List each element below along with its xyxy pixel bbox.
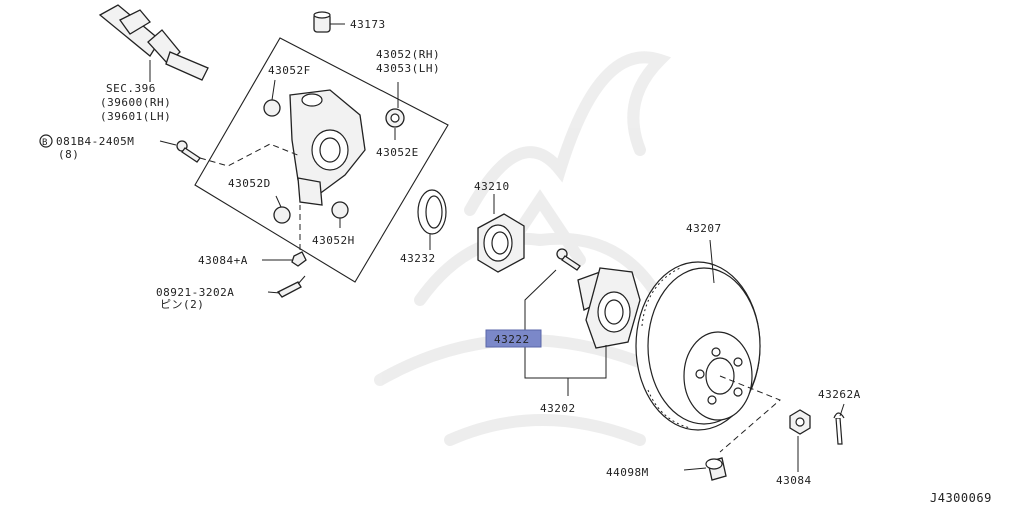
cap-43173	[313, 11, 345, 33]
knuckle-housing	[289, 89, 366, 206]
label-43202: 43202	[540, 402, 576, 415]
bushing-43052e	[385, 82, 405, 140]
nut-43084a	[262, 205, 307, 267]
bearing-43210	[477, 194, 525, 273]
label-43052h: 43052H	[312, 234, 355, 247]
label-43084: 43084	[776, 474, 812, 487]
label-43052d: 43052D	[228, 177, 271, 190]
label-43052e: 43052E	[376, 146, 419, 159]
alignment-dash	[719, 375, 781, 453]
label-43052f: 43052F	[268, 64, 311, 77]
pin-43262a	[833, 403, 845, 445]
label-44098m: 44098M	[606, 466, 649, 479]
brake-disc-43207	[635, 239, 761, 431]
knuckle-group-frame	[194, 37, 449, 283]
bolt-081b4	[159, 140, 301, 167]
label-43232: 43232	[400, 252, 436, 265]
label-43262a: 43262A	[818, 388, 861, 401]
label-pin: 08921-3202A	[156, 286, 234, 299]
drawing-id: J4300069	[930, 491, 992, 505]
label-43210: 43210	[474, 180, 510, 193]
highlight-43222	[485, 329, 542, 348]
label-43222: 43222	[494, 333, 530, 346]
bolt-symbol-icon	[39, 134, 53, 148]
label-pin-qty: ピン(2)	[160, 298, 204, 311]
label-bolt: 081B4-2405M	[56, 135, 134, 148]
seal-43232	[417, 189, 447, 250]
label-43084a: 43084+A	[198, 254, 248, 267]
grommet-44098m	[683, 457, 727, 481]
label-43053-lh: 43053(LH)	[376, 62, 440, 75]
drive-shaft	[98, 4, 209, 82]
label-43207: 43207	[686, 222, 722, 235]
hub-43202	[524, 248, 641, 396]
cotter-pin	[267, 275, 306, 298]
bolt-symbol-letter: B	[42, 138, 48, 148]
watermark-emblem	[374, 51, 686, 446]
bushing-43052f	[263, 79, 281, 117]
label-43052-rh: 43052(RH)	[376, 48, 440, 61]
nut-43084	[789, 409, 811, 472]
sec-label: SEC.396	[106, 82, 156, 95]
bushing-43052h	[331, 201, 349, 228]
bushing-43052d	[273, 195, 291, 224]
label-43173: 43173	[350, 18, 386, 31]
sec-rh-label: (39600(RH)	[100, 96, 171, 109]
sec-lh-label: (39601(LH)	[100, 110, 171, 123]
label-bolt-qty: (8)	[58, 148, 79, 161]
